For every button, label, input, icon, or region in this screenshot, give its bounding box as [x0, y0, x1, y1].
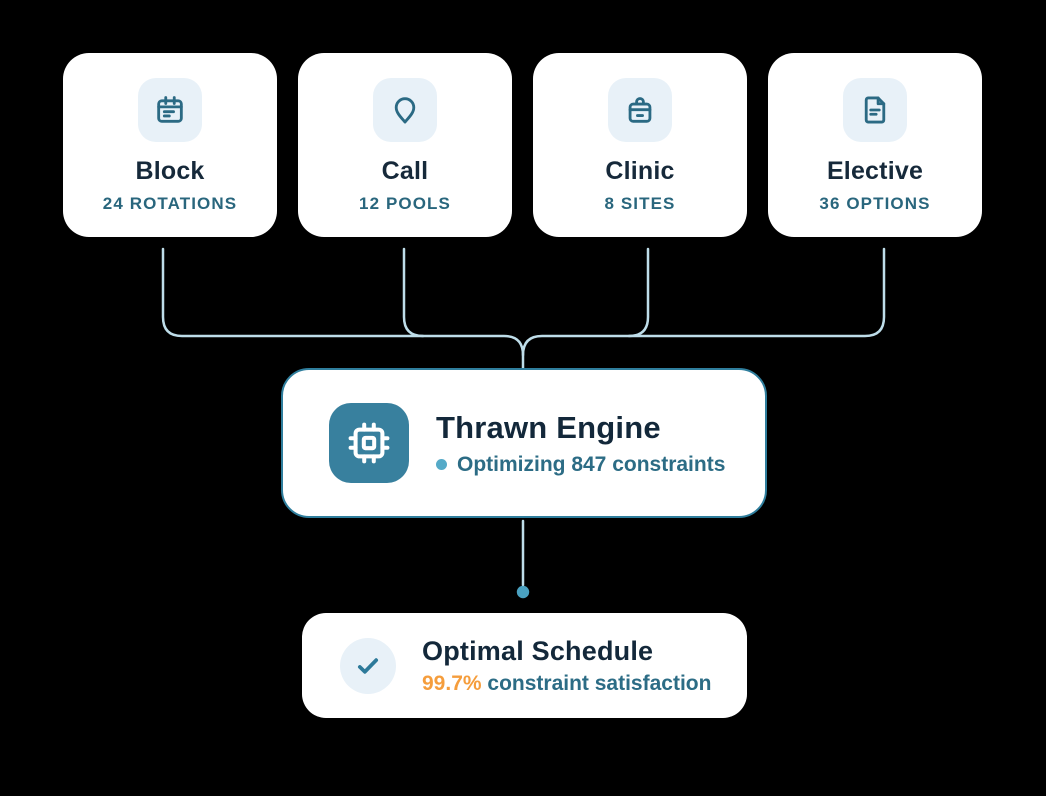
result-highlight: 99.7% — [422, 671, 482, 695]
engine-status: Optimizing 847 constraints — [436, 453, 725, 477]
input-card-stat: 36 OPTIONS — [819, 194, 931, 213]
input-card-title: Elective — [826, 157, 924, 185]
input-card-title: Clinic — [605, 157, 675, 185]
engine-status-text: Optimizing 847 constraints — [457, 452, 726, 476]
input-card-title: Call — [381, 157, 429, 185]
input-card-stat: 8 SITES — [604, 194, 676, 213]
engine-title: Thrawn Engine — [436, 409, 661, 445]
result-caption: constraint satisfaction — [487, 671, 712, 695]
input-card-call: Call 12 POOLS — [298, 53, 512, 237]
cpu-icon — [329, 403, 409, 483]
connector-clinic-drop — [627, 247, 650, 338]
check-icon — [340, 637, 396, 694]
calendar-icon — [138, 78, 202, 142]
result-card: Optimal Schedule 99.7% constraint satisf… — [302, 613, 747, 718]
connector-right-bus — [521, 247, 886, 357]
status-dot-icon — [436, 459, 447, 470]
connector-call-drop — [402, 247, 425, 338]
engine-text: Thrawn Engine Optimizing 847 constraints — [436, 410, 725, 477]
flow-dot — [516, 585, 530, 599]
result-title: Optimal Schedule — [422, 635, 654, 666]
bag-icon — [608, 78, 672, 142]
input-card-stat: 12 POOLS — [359, 194, 451, 213]
input-card-block: Block 24 ROTATIONS — [63, 53, 277, 237]
connector-left-bus — [161, 247, 525, 370]
input-cards-row: Block 24 ROTATIONS Call 12 POOLS Cl — [63, 53, 982, 237]
result-subtitle: 99.7% constraint satisfaction — [422, 672, 711, 696]
file-text-icon — [843, 78, 907, 142]
engine-card: Thrawn Engine Optimizing 847 constraints — [281, 368, 767, 518]
input-card-clinic: Clinic 8 SITES — [533, 53, 747, 237]
result-text: Optimal Schedule 99.7% constraint satisf… — [422, 636, 711, 696]
input-card-elective: Elective 36 OPTIONS — [768, 53, 982, 237]
input-card-title: Block — [135, 157, 205, 185]
pin-icon — [373, 78, 437, 142]
input-card-stat: 24 ROTATIONS — [102, 194, 238, 213]
